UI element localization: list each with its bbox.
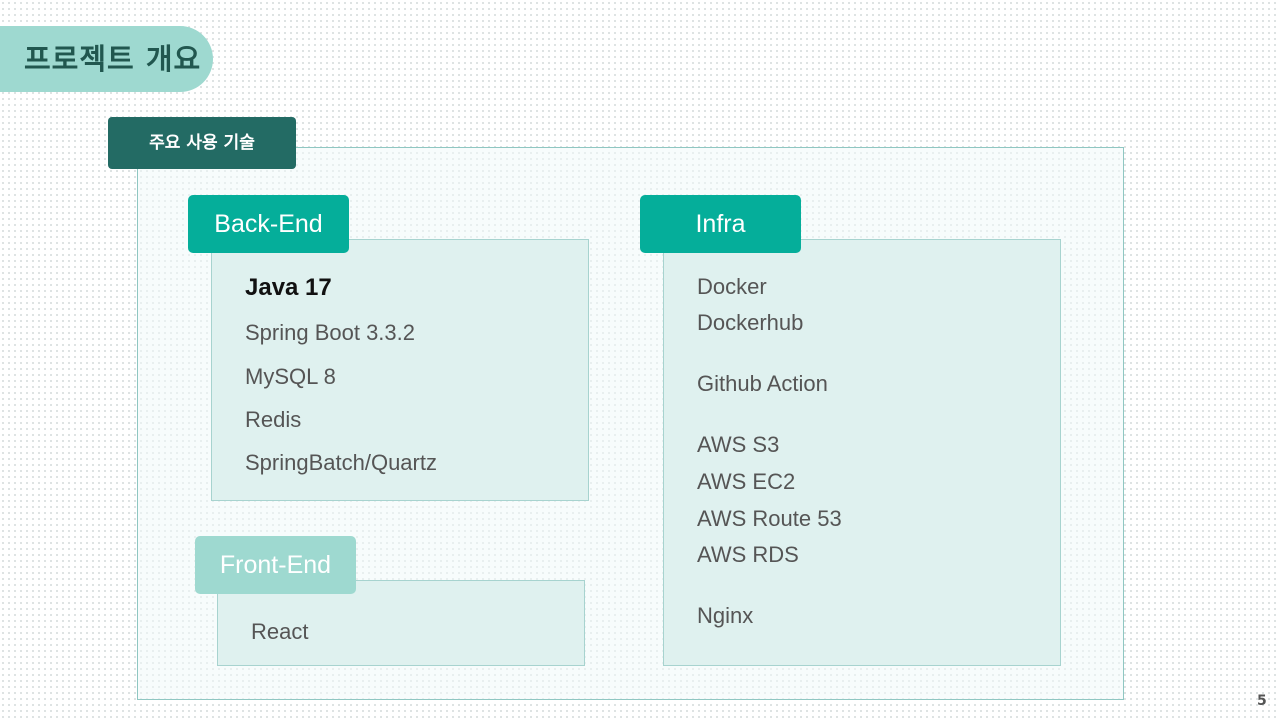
infra-item-docker: Docker <box>697 274 767 299</box>
frontend-item-react: React <box>251 619 309 644</box>
backend-panel <box>211 239 589 501</box>
infra-item-nginx: Nginx <box>697 603 754 628</box>
infra-item-github-action: Github Action <box>697 371 828 396</box>
slide-title-banner: 프로젝트 개요 <box>0 26 213 92</box>
infra-item-aws-rds: AWS RDS <box>697 542 799 567</box>
backend-item-redis: Redis <box>245 407 302 432</box>
infra-tag: Infra <box>640 195 801 253</box>
backend-tag: Back-End <box>188 195 349 253</box>
backend-item-spring-boot: Spring Boot 3.3.2 <box>245 320 416 345</box>
infra-item-aws-s3: AWS S3 <box>697 432 780 457</box>
section-label: 주요 사용 기술 <box>108 117 296 169</box>
infra-panel <box>663 239 1061 666</box>
slide-title: 프로젝트 개요 <box>24 42 202 76</box>
page-number: 5 <box>1257 693 1267 709</box>
backend-item-springbatch: SpringBatch/Quartz <box>245 450 437 475</box>
backend-item-mysql: MySQL 8 <box>245 364 336 389</box>
infra-item-aws-ec2: AWS EC2 <box>697 469 796 494</box>
infra-item-dockerhub: Dockerhub <box>697 310 804 335</box>
infra-item-aws-route53: AWS Route 53 <box>697 506 842 531</box>
backend-item-java: Java 17 <box>245 274 332 301</box>
frontend-panel <box>217 580 585 666</box>
frontend-tag: Front-End <box>195 536 356 594</box>
